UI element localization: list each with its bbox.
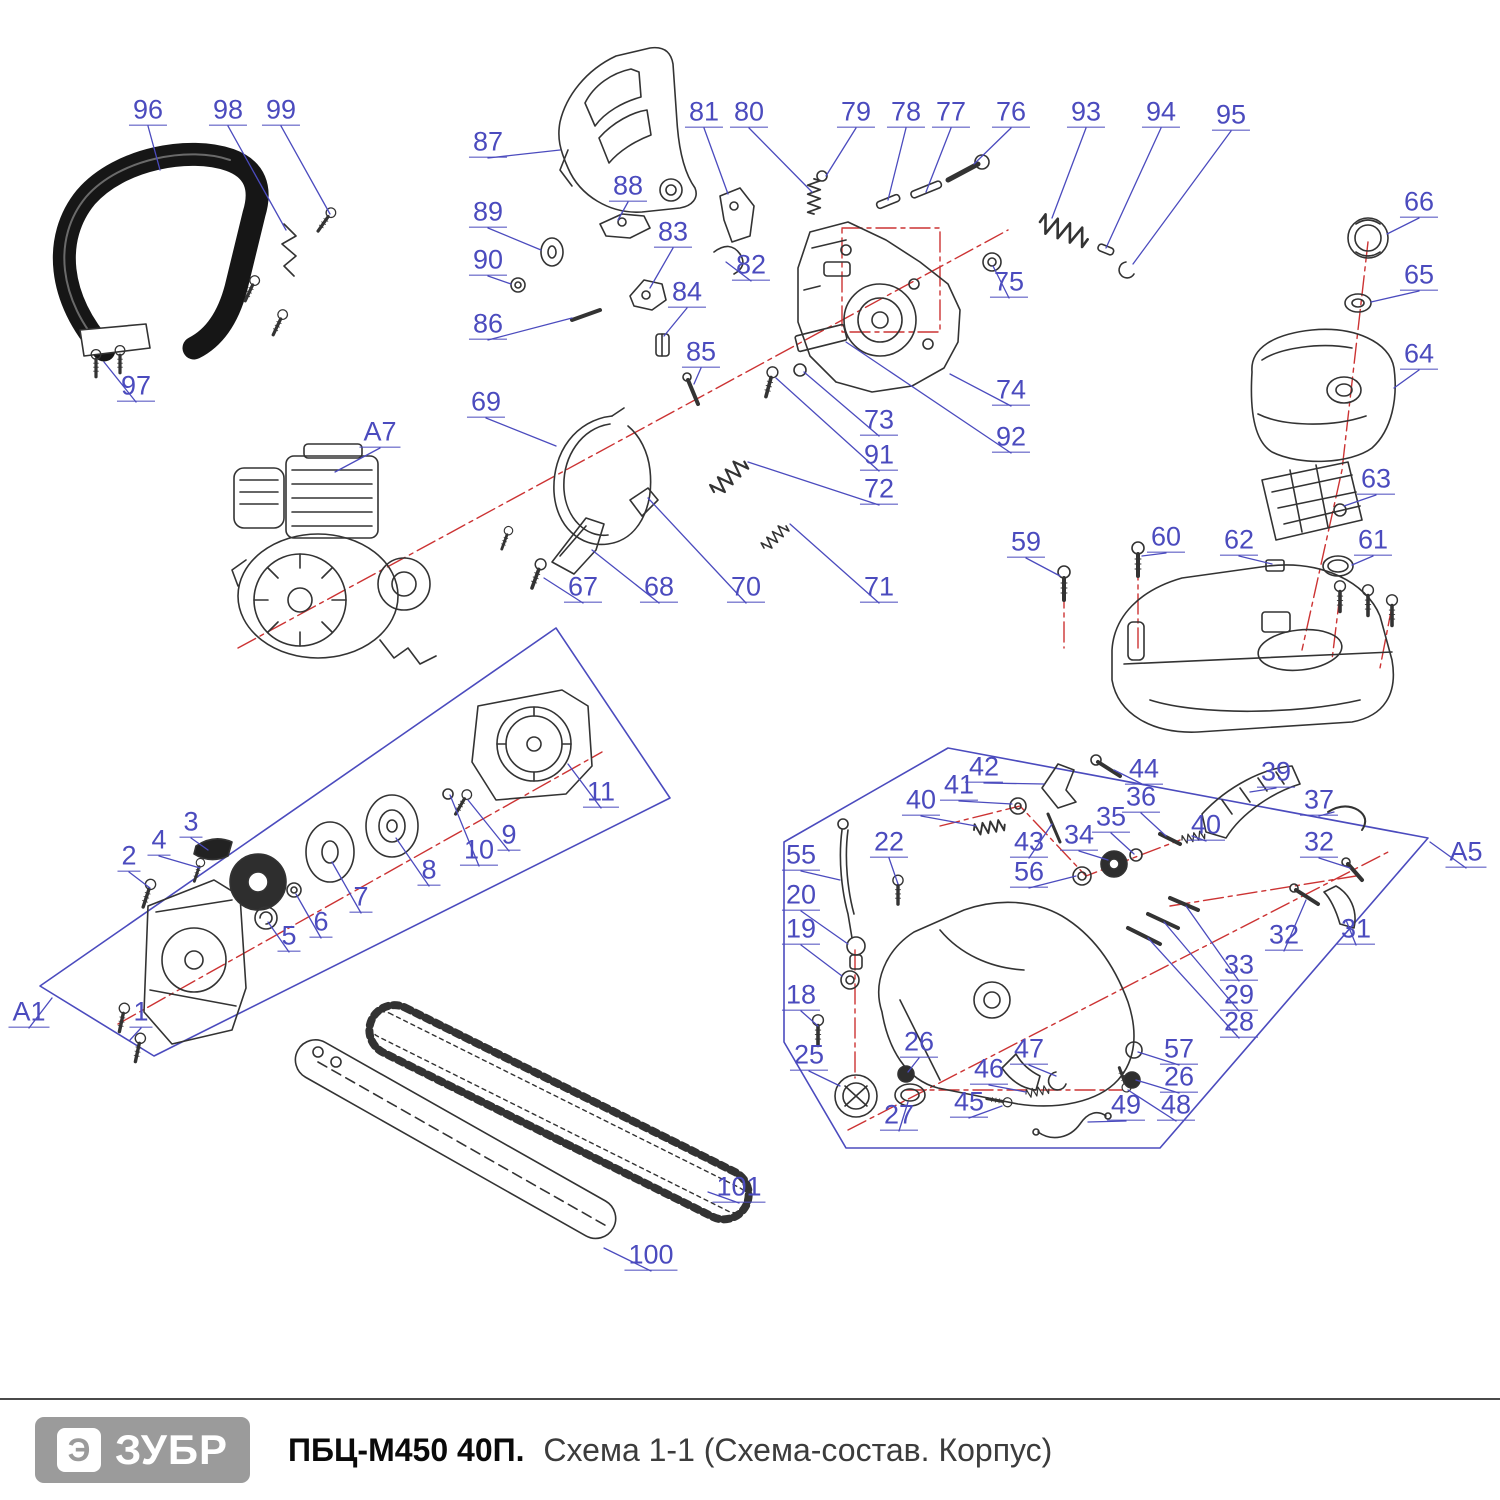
brand-logo-glyph: Э <box>67 1431 91 1468</box>
clip-and-screws-art <box>239 204 340 339</box>
schema-subtitle: Схема 1-1 (Схема-состав. Корпус) <box>543 1431 1053 1468</box>
group-box-a1 <box>39 627 671 1057</box>
footer: Э ЗУБР ПБЦ-М450 40П. Схема 1-1 (Схема-со… <box>0 1398 1500 1500</box>
clutch-cover-art <box>713 154 1135 400</box>
starter-assembly-art <box>112 689 593 1065</box>
brand-name: ЗУБР <box>115 1426 229 1473</box>
front-handle-art <box>52 142 269 379</box>
brand-logo: Э ЗУБР <box>35 1417 251 1483</box>
model-name: ПБЦ-М450 40П. <box>288 1431 525 1468</box>
brake-springs-art <box>707 455 791 553</box>
engine-assembly-art <box>231 443 516 665</box>
guide-bar-art <box>294 1039 617 1240</box>
centerlines <box>117 227 1393 1131</box>
chain-catcher-art <box>525 487 659 592</box>
group-box-a5 <box>783 747 1429 1149</box>
leader-lines <box>28 125 1467 1272</box>
rear-handle-tank-art <box>810 754 1367 1139</box>
hand-guard-art <box>558 46 697 213</box>
diagram-title: ПБЦ-М450 40П. Схема 1-1 (Схема-состав. К… <box>288 1432 1052 1469</box>
brake-band-art <box>553 407 652 546</box>
top-covers-art <box>1056 217 1400 733</box>
saw-chain-art <box>365 1001 753 1224</box>
brake-small-parts-art <box>510 213 700 406</box>
brand-logo-icon: Э <box>57 1428 101 1472</box>
